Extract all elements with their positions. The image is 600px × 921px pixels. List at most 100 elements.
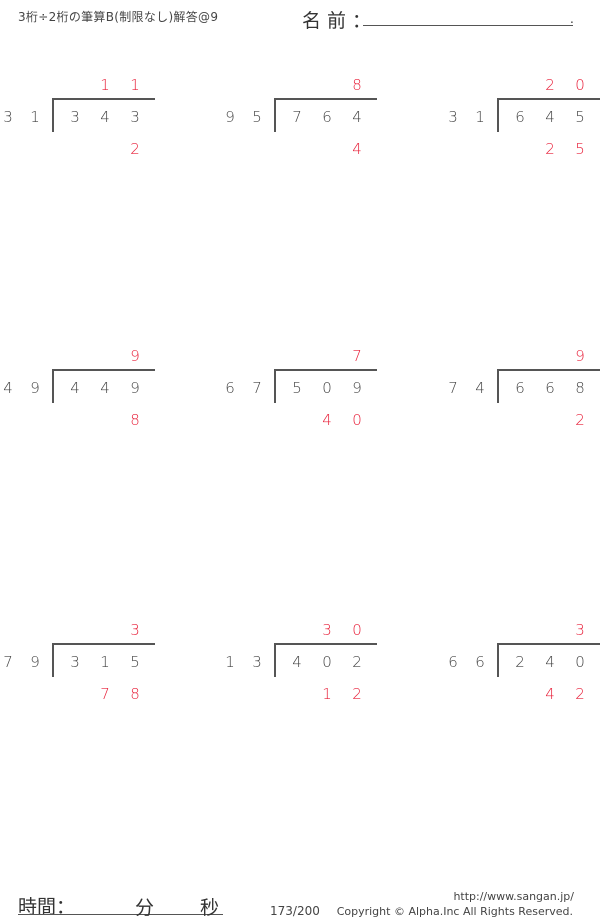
division-bracket-horizontal <box>52 98 155 100</box>
dividend-digit: 9 <box>130 379 140 397</box>
site-url[interactable]: http://www.sangan.jp/ <box>453 890 574 903</box>
divisor-digit: 7 <box>252 379 262 397</box>
remainder-digit: 4 <box>352 140 362 158</box>
quotient-digit: 3 <box>130 621 140 639</box>
dividend-digit: 5 <box>575 108 585 126</box>
remainder-digit: 0 <box>352 411 362 429</box>
divisor-digit: 6 <box>225 379 235 397</box>
remainder-digit: 4 <box>545 685 555 703</box>
divisor-digit: 3 <box>252 653 262 671</box>
name-field-end: . <box>570 12 574 26</box>
remainder-digit: 7 <box>100 685 110 703</box>
divisor-digit: 1 <box>225 653 235 671</box>
divisor-digit: 3 <box>3 108 13 126</box>
divisor-digit: 1 <box>475 108 485 126</box>
division-bracket-horizontal <box>274 369 377 371</box>
dividend-digit: 3 <box>70 108 80 126</box>
division-bracket-horizontal <box>497 98 600 100</box>
page-number: 173/200 <box>270 904 320 918</box>
dividend-digit: 9 <box>352 379 362 397</box>
time-label: 時間： <box>18 896 76 918</box>
quotient-digit: 3 <box>575 621 585 639</box>
division-bracket-horizontal <box>274 643 377 645</box>
divisor-digit: 9 <box>30 379 40 397</box>
name-field-line[interactable] <box>363 25 573 26</box>
remainder-digit: 2 <box>352 685 362 703</box>
divisor-digit: 3 <box>448 108 458 126</box>
remainder-digit: 2 <box>130 140 140 158</box>
dividend-digit: 6 <box>545 379 555 397</box>
dividend-digit: 8 <box>575 379 585 397</box>
divisor-digit: 7 <box>3 653 13 671</box>
dividend-digit: 3 <box>130 108 140 126</box>
dividend-digit: 3 <box>70 653 80 671</box>
division-bracket-horizontal <box>52 643 155 645</box>
dividend-digit: 2 <box>352 653 362 671</box>
divisor-digit: 4 <box>3 379 13 397</box>
dividend-digit: 1 <box>100 653 110 671</box>
remainder-digit: 5 <box>575 140 585 158</box>
quotient-digit: 8 <box>352 76 362 94</box>
divisor-digit: 9 <box>225 108 235 126</box>
quotient-digit: 1 <box>100 76 110 94</box>
divisor-digit: 1 <box>30 108 40 126</box>
dividend-digit: 0 <box>575 653 585 671</box>
division-bracket-vertical <box>497 98 499 132</box>
division-bracket-vertical <box>52 643 54 677</box>
seconds-label: 秒 <box>200 897 220 919</box>
division-bracket-horizontal <box>497 369 600 371</box>
dividend-digit: 6 <box>515 379 525 397</box>
divisor-digit: 7 <box>448 379 458 397</box>
quotient-digit: 9 <box>130 347 140 365</box>
divisor-digit: 6 <box>475 653 485 671</box>
worksheet-title: 3桁÷2桁の筆算B(制限なし)解答@9 <box>18 10 219 24</box>
dividend-digit: 6 <box>515 108 525 126</box>
division-bracket-vertical <box>497 643 499 677</box>
dividend-digit: 4 <box>545 108 555 126</box>
dividend-digit: 4 <box>100 379 110 397</box>
dividend-digit: 5 <box>130 653 140 671</box>
dividend-digit: 6 <box>322 108 332 126</box>
division-bracket-vertical <box>497 369 499 403</box>
dividend-digit: 5 <box>292 379 302 397</box>
remainder-digit: 1 <box>322 685 332 703</box>
name-label: 名前： <box>302 10 378 32</box>
division-bracket-vertical <box>274 98 276 132</box>
quotient-digit: 0 <box>352 621 362 639</box>
division-bracket-vertical <box>274 643 276 677</box>
dividend-digit: 4 <box>352 108 362 126</box>
quotient-digit: 3 <box>322 621 332 639</box>
remainder-digit: 8 <box>130 411 140 429</box>
remainder-digit: 2 <box>575 685 585 703</box>
copyright: Copyright © Alpha.Inc All Rights Reserve… <box>336 905 573 918</box>
divisor-digit: 4 <box>475 379 485 397</box>
division-bracket-vertical <box>52 98 54 132</box>
division-bracket-vertical <box>274 369 276 403</box>
dividend-digit: 2 <box>515 653 525 671</box>
dividend-digit: 4 <box>292 653 302 671</box>
remainder-digit: 4 <box>322 411 332 429</box>
remainder-digit: 2 <box>575 411 585 429</box>
time-underline <box>18 914 223 915</box>
dividend-digit: 4 <box>100 108 110 126</box>
divisor-digit: 5 <box>252 108 262 126</box>
dividend-digit: 0 <box>322 653 332 671</box>
remainder-digit: 2 <box>545 140 555 158</box>
remainder-digit: 8 <box>130 685 140 703</box>
division-bracket-horizontal <box>497 643 600 645</box>
quotient-digit: 0 <box>575 76 585 94</box>
dividend-digit: 0 <box>322 379 332 397</box>
division-bracket-vertical <box>52 369 54 403</box>
division-bracket-horizontal <box>274 98 377 100</box>
dividend-digit: 7 <box>292 108 302 126</box>
quotient-digit: 1 <box>130 76 140 94</box>
